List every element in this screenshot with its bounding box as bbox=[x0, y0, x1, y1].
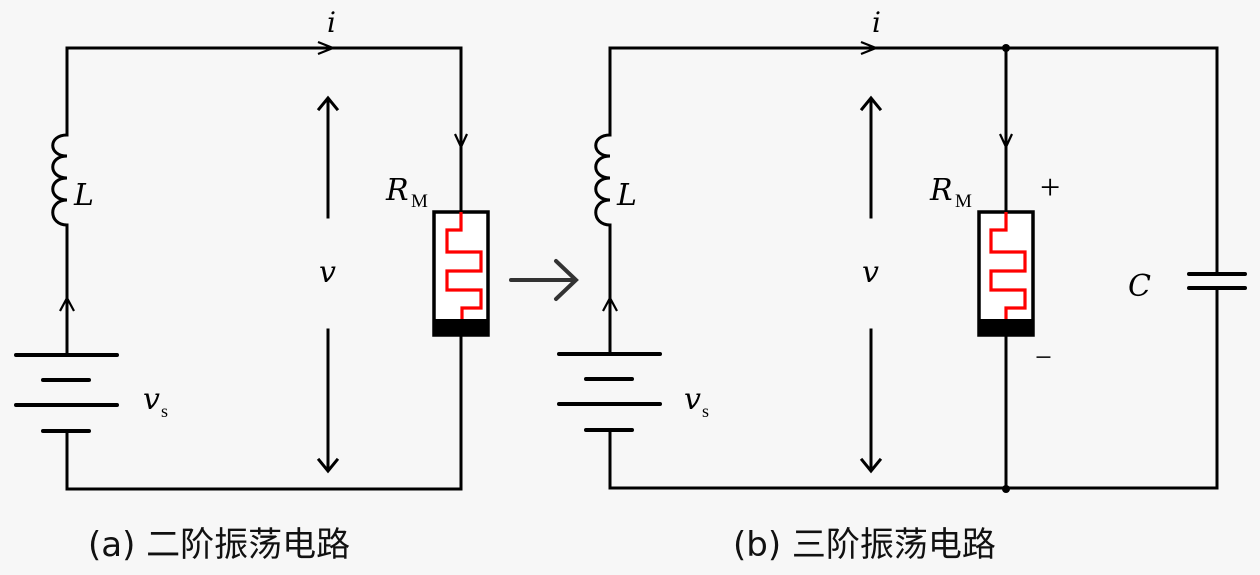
panel-a-source-subscript: s bbox=[161, 401, 168, 421]
panel-a-memristor-icon bbox=[432, 210, 490, 337]
panel-a-voltage-arrow-down-icon bbox=[316, 457, 340, 474]
panel-b-source-label: v bbox=[684, 382, 701, 417]
panel-b-inductor-icon bbox=[594, 133, 612, 227]
panel-b-voltage-arrow-down-icon bbox=[859, 457, 883, 474]
panel-b-caption: (b) 三阶振荡电路 bbox=[733, 525, 996, 565]
panel-a-current-arrow-icon bbox=[317, 40, 336, 56]
panel-a-memristor-label: R bbox=[385, 173, 409, 208]
panel-a-voltage-label: v bbox=[319, 255, 336, 290]
panel-a-second-order-circuit: i L v s v R M (a) 二阶振荡 bbox=[14, 6, 490, 565]
panel-b-battery-icon bbox=[557, 352, 662, 432]
panel-a-bottom-wire bbox=[65, 334, 463, 491]
panel-b-current-label: i bbox=[872, 6, 881, 39]
panel-b-top-wire bbox=[608, 46, 1219, 214]
panel-b-minus-sign: − bbox=[1035, 341, 1052, 374]
panel-b-memristor-label: R bbox=[929, 173, 953, 208]
panel-b-source-arrow-icon bbox=[602, 295, 618, 312]
transition-arrow-icon bbox=[509, 259, 579, 301]
panel-a-caption: (a) 二阶振荡电路 bbox=[88, 525, 350, 565]
panel-b-source-subscript: s bbox=[702, 401, 709, 421]
panel-b-inductor-label: L bbox=[616, 178, 637, 213]
panel-a-current-label: i bbox=[327, 6, 336, 39]
panel-a-voltage-arrow-up-icon bbox=[316, 95, 340, 112]
panel-b-capacitor-label: C bbox=[1128, 269, 1151, 304]
panel-b-current-arrow-icon bbox=[860, 40, 879, 56]
panel-a-battery-icon bbox=[14, 353, 119, 433]
panel-a-branch-current-arrow-icon bbox=[454, 133, 468, 150]
panel-a-top-wire bbox=[65, 46, 463, 214]
panel-b-third-order-circuit: i R M + − L v s bbox=[557, 6, 1247, 565]
panel-a-source-arrow-icon bbox=[59, 295, 75, 312]
panel-b-branch-current-arrow-icon bbox=[999, 133, 1013, 150]
panel-b-memristor-icon bbox=[977, 210, 1035, 337]
panel-b-bottom-wire bbox=[608, 348, 1219, 490]
panel-b-memristor-subscript: M bbox=[955, 191, 972, 212]
panel-a-memristor-subscript: M bbox=[411, 191, 428, 212]
panel-b-voltage-label: v bbox=[862, 255, 879, 290]
panel-b-plus-sign: + bbox=[1040, 167, 1060, 207]
panel-a-inductor-label: L bbox=[73, 178, 94, 213]
panel-b-voltage-arrow-up-icon bbox=[859, 95, 883, 112]
panel-b-capacitor-icon bbox=[1187, 210, 1247, 352]
panel-a-inductor-icon bbox=[51, 133, 69, 227]
panel-a-source-label: v bbox=[143, 382, 160, 417]
